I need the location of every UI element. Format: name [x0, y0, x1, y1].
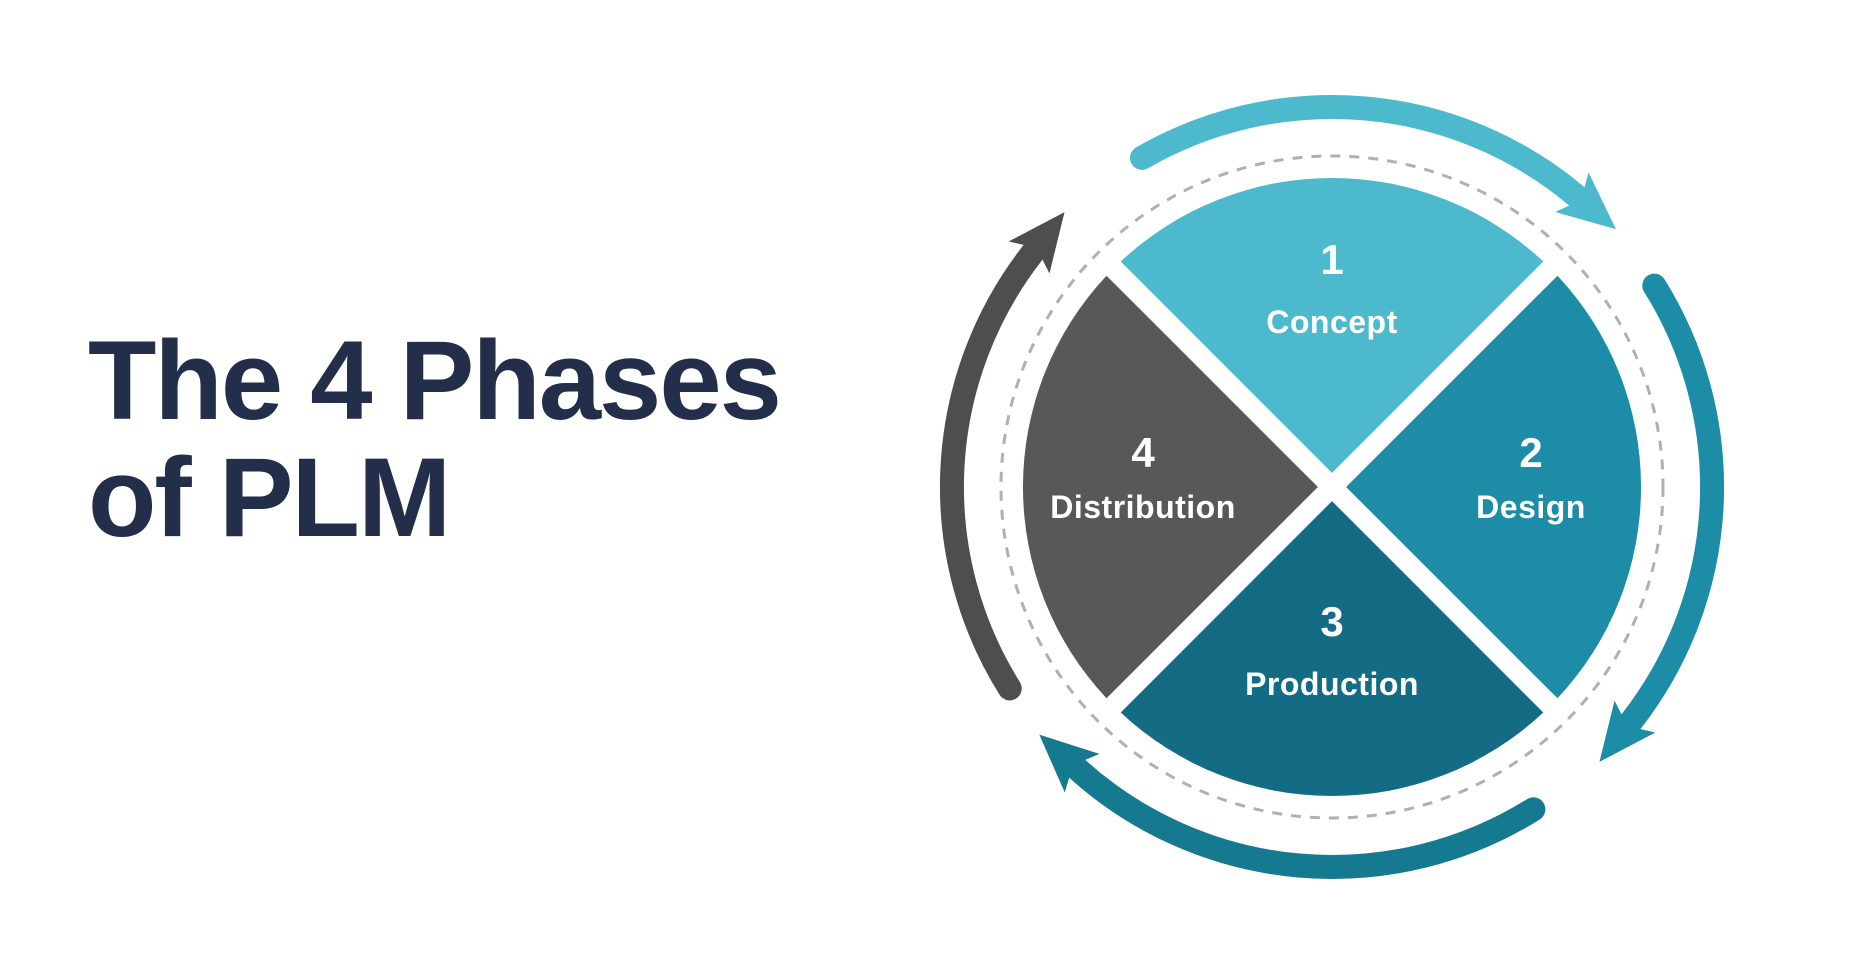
cycle-arrow-distribution-to-concept [939, 212, 1065, 701]
plm-cycle-diagram [939, 95, 1725, 879]
cycle-arrow-production-to-distribution [1039, 734, 1546, 879]
title-line-2: of PLM [88, 435, 451, 560]
phase-sector-concept [1120, 177, 1544, 473]
cycle-arrow-concept-to-design [1130, 95, 1617, 230]
dashed-guide-circle [999, 154, 1665, 820]
page-title: The 4 Phases of PLM [88, 318, 782, 560]
phase-sector-design [1346, 275, 1642, 699]
phase-sector-distribution [1022, 275, 1318, 699]
cycle-arrow-design-to-production [1599, 273, 1725, 762]
title-line-1: The 4 Phases [88, 318, 782, 443]
phase-sector-production [1120, 501, 1544, 797]
